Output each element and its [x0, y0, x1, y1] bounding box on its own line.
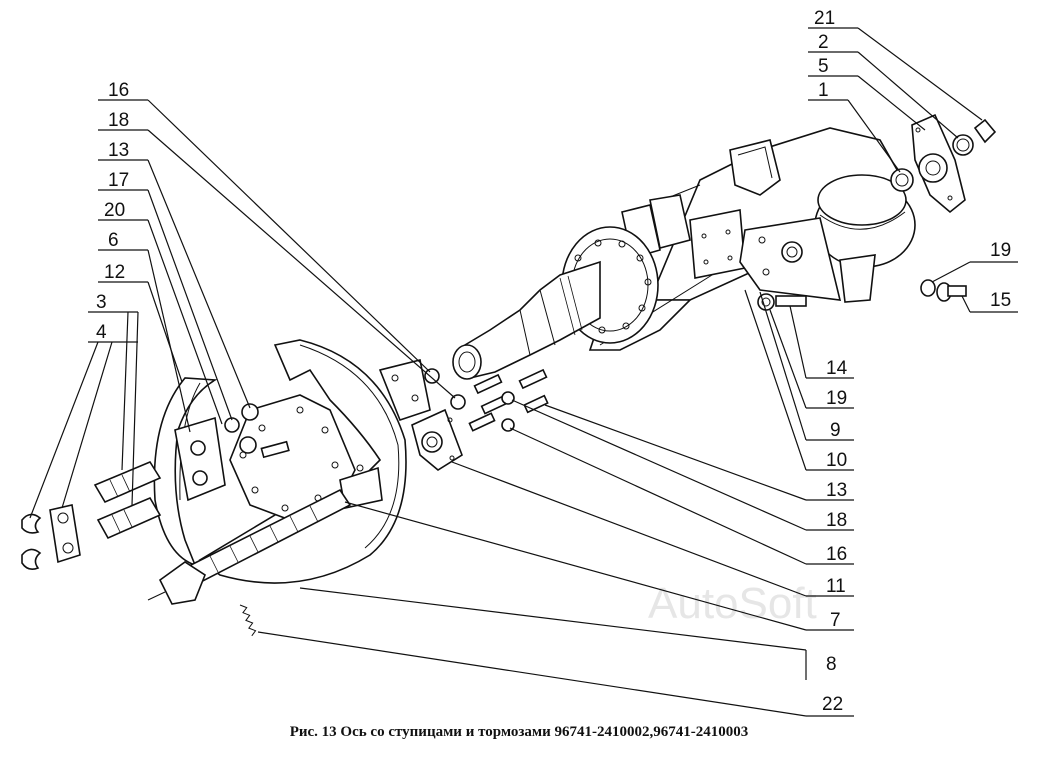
bolt-set-middle: [450, 368, 549, 432]
callout-left-18: 18: [108, 110, 129, 131]
callout-right-15: 15: [990, 290, 1011, 311]
callout-left-20: 20: [104, 200, 125, 221]
callout-right-13: 13: [826, 480, 847, 501]
spindle: [452, 260, 601, 380]
callout-right-19a: 19: [990, 240, 1011, 261]
callout-left-6: 6: [108, 230, 119, 251]
callout-left-16: 16: [108, 80, 129, 101]
camshaft-bracket: [411, 408, 463, 471]
callout-left-12: 12: [104, 262, 125, 283]
callout-right-22: 22: [822, 694, 843, 715]
callout-right-8: 8: [826, 654, 837, 675]
callout-right-18: 18: [826, 510, 847, 531]
callout-top-1: 1: [818, 80, 829, 101]
callout-right-16: 16: [826, 544, 847, 565]
brake-backing-plate: [198, 339, 407, 584]
callout-right-14: 14: [826, 358, 848, 379]
nut-16-upper: [424, 368, 440, 384]
callout-right-7: 7: [830, 610, 841, 631]
callout-right-11: 11: [826, 576, 846, 597]
return-spring: [239, 604, 257, 637]
spring-plate: [378, 359, 431, 421]
callout-right-19b: 19: [826, 388, 847, 409]
camshaft: [147, 488, 352, 605]
anchor-pins: [93, 460, 162, 540]
callout-top-21: 21: [814, 8, 835, 29]
callout-left-4: 4: [96, 322, 107, 343]
callout-top-5: 5: [818, 56, 829, 77]
callouts-left: 16 18 13 17 20 6 12 3 4: [29, 80, 456, 519]
callout-top-2: 2: [818, 32, 829, 53]
brake-chamber: [739, 174, 916, 303]
callout-left-17: 17: [108, 170, 129, 191]
watermark-text: AutoSoft: [648, 579, 817, 628]
bolt-15: [920, 279, 967, 302]
figure-caption: Рис. 13 Ось со ступицами и тормозами 967…: [289, 724, 749, 740]
callout-right-9: 9: [830, 420, 841, 441]
callout-right-10: 10: [826, 450, 847, 471]
slack-adjuster: [890, 113, 997, 214]
callout-left-3: 3: [96, 292, 107, 313]
callouts-right: 19 15 14 19 9 10 13 18 16 11 7 8: [257, 240, 1018, 717]
anchor-bracket: [174, 403, 290, 502]
callouts-right-top: 21 2 5 1: [808, 8, 983, 173]
callout-left-13: 13: [108, 140, 129, 161]
